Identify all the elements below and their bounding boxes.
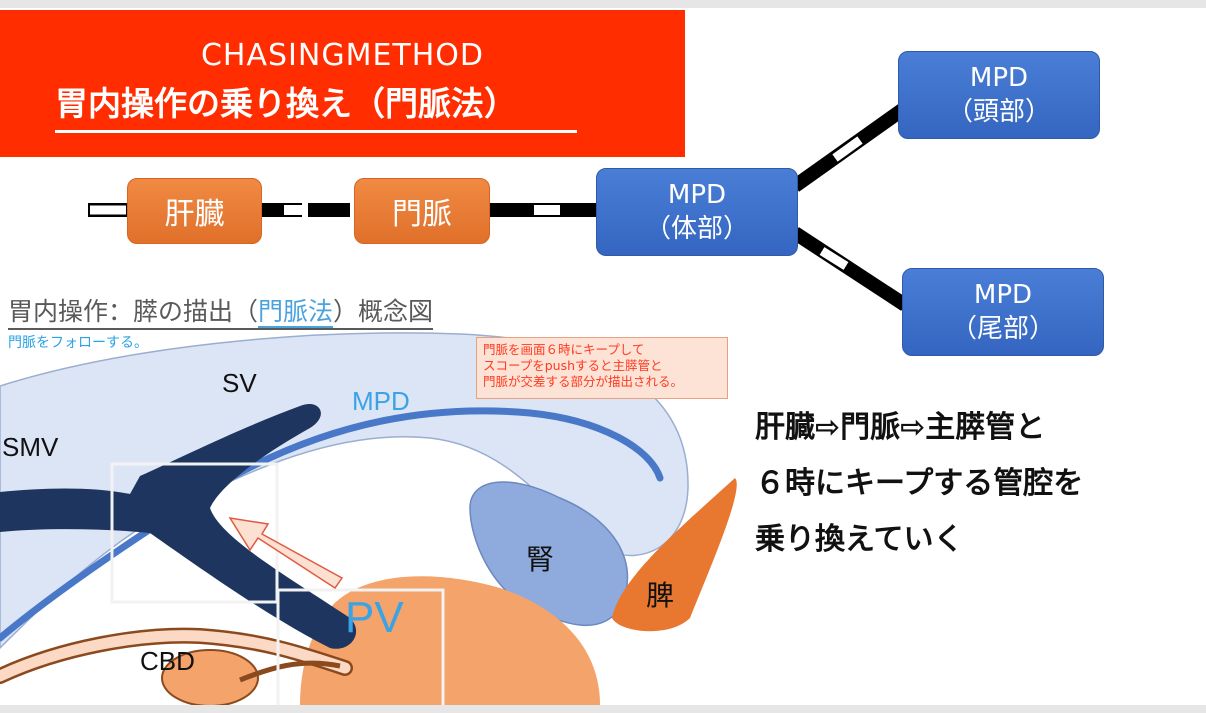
spleen-label: 脾 [646, 580, 675, 611]
mpd-head-line1: MPD [969, 63, 1029, 93]
mpd-label: MPD [352, 386, 410, 416]
mpd-duct [0, 407, 664, 642]
mpd-body-line2: （体部） [644, 214, 749, 244]
duodenal-papilla [161, 649, 259, 705]
kidney-label: 腎 [526, 544, 555, 575]
smv-label: SMV [2, 432, 59, 462]
portal-vein-box: 門脈 [354, 178, 490, 244]
pv-mass [300, 576, 600, 705]
diagram-title: 胃内操作：膵の描出（門脈法）概念図 [8, 296, 434, 330]
spleen-shape [612, 478, 737, 632]
note-line-1: 門脈を画面６時にキープして [483, 342, 645, 357]
portal-vein-label: 門脈 [392, 197, 452, 232]
title-english: CHASINGMETHOD [200, 38, 485, 73]
pv-label: PV [345, 593, 404, 642]
main-text: 肝臓⇨門脈⇨主膵管と ６時にキープする管腔を 乗り換えていく [755, 400, 1083, 568]
title-banner: CHASINGMETHOD 胃内操作の乗り換え（門脈法） [0, 10, 685, 157]
scope-frame-1 [110, 462, 279, 604]
liver-label: 肝臓 [164, 197, 225, 232]
sv-label: SV [222, 368, 257, 398]
diagram-title-link[interactable]: 門脈法 [258, 297, 334, 328]
diagram-title-pre: 胃内操作：膵の描出（ [8, 297, 259, 326]
push-arrow [228, 517, 344, 590]
note-line-2: スコープをpushすると主膵管と [483, 358, 663, 373]
mpd-tail-line1: MPD [973, 280, 1033, 310]
mpd-head-line2: （頭部） [946, 97, 1051, 127]
title-japanese: 胃内操作の乗り換え（門脈法） [55, 78, 577, 133]
main-text-line-2: ６時にキープする管腔を [755, 466, 1084, 501]
connector-lines [88, 104, 909, 311]
cbd-label: CBD [140, 646, 195, 676]
mpd-tail-box: MPD （尾部） [902, 268, 1104, 356]
mpd-head-box: MPD （頭部） [898, 51, 1100, 139]
portal-vein-vessel [0, 404, 357, 649]
mpd-body-line1: MPD [667, 180, 727, 210]
scope-frame-2 [276, 588, 445, 705]
slide: CHASINGMETHOD 胃内操作の乗り換え（門脈法） 肝臓 門脈 MPD （… [0, 8, 1206, 705]
main-text-line-1: 肝臓⇨門脈⇨主膵管と [755, 410, 1046, 445]
note-box: 門脈を画面６時にキープして スコープをpushすると主膵管と 門脈が交差する部分… [476, 337, 728, 399]
main-text-line-3: 乗り換えていく [755, 522, 964, 557]
mpd-tail-line2: （尾部） [950, 314, 1055, 344]
liver-box: 肝臓 [127, 178, 262, 244]
diagram-subtitle: 門脈をフォローする。 [8, 335, 148, 351]
diagram-title-post: ）概念図 [333, 297, 434, 326]
mpd-body-box: MPD （体部） [596, 168, 798, 256]
diagram-graphics [0, 104, 909, 705]
note-line-3: 門脈が交差する部分が描出される。 [483, 374, 684, 389]
